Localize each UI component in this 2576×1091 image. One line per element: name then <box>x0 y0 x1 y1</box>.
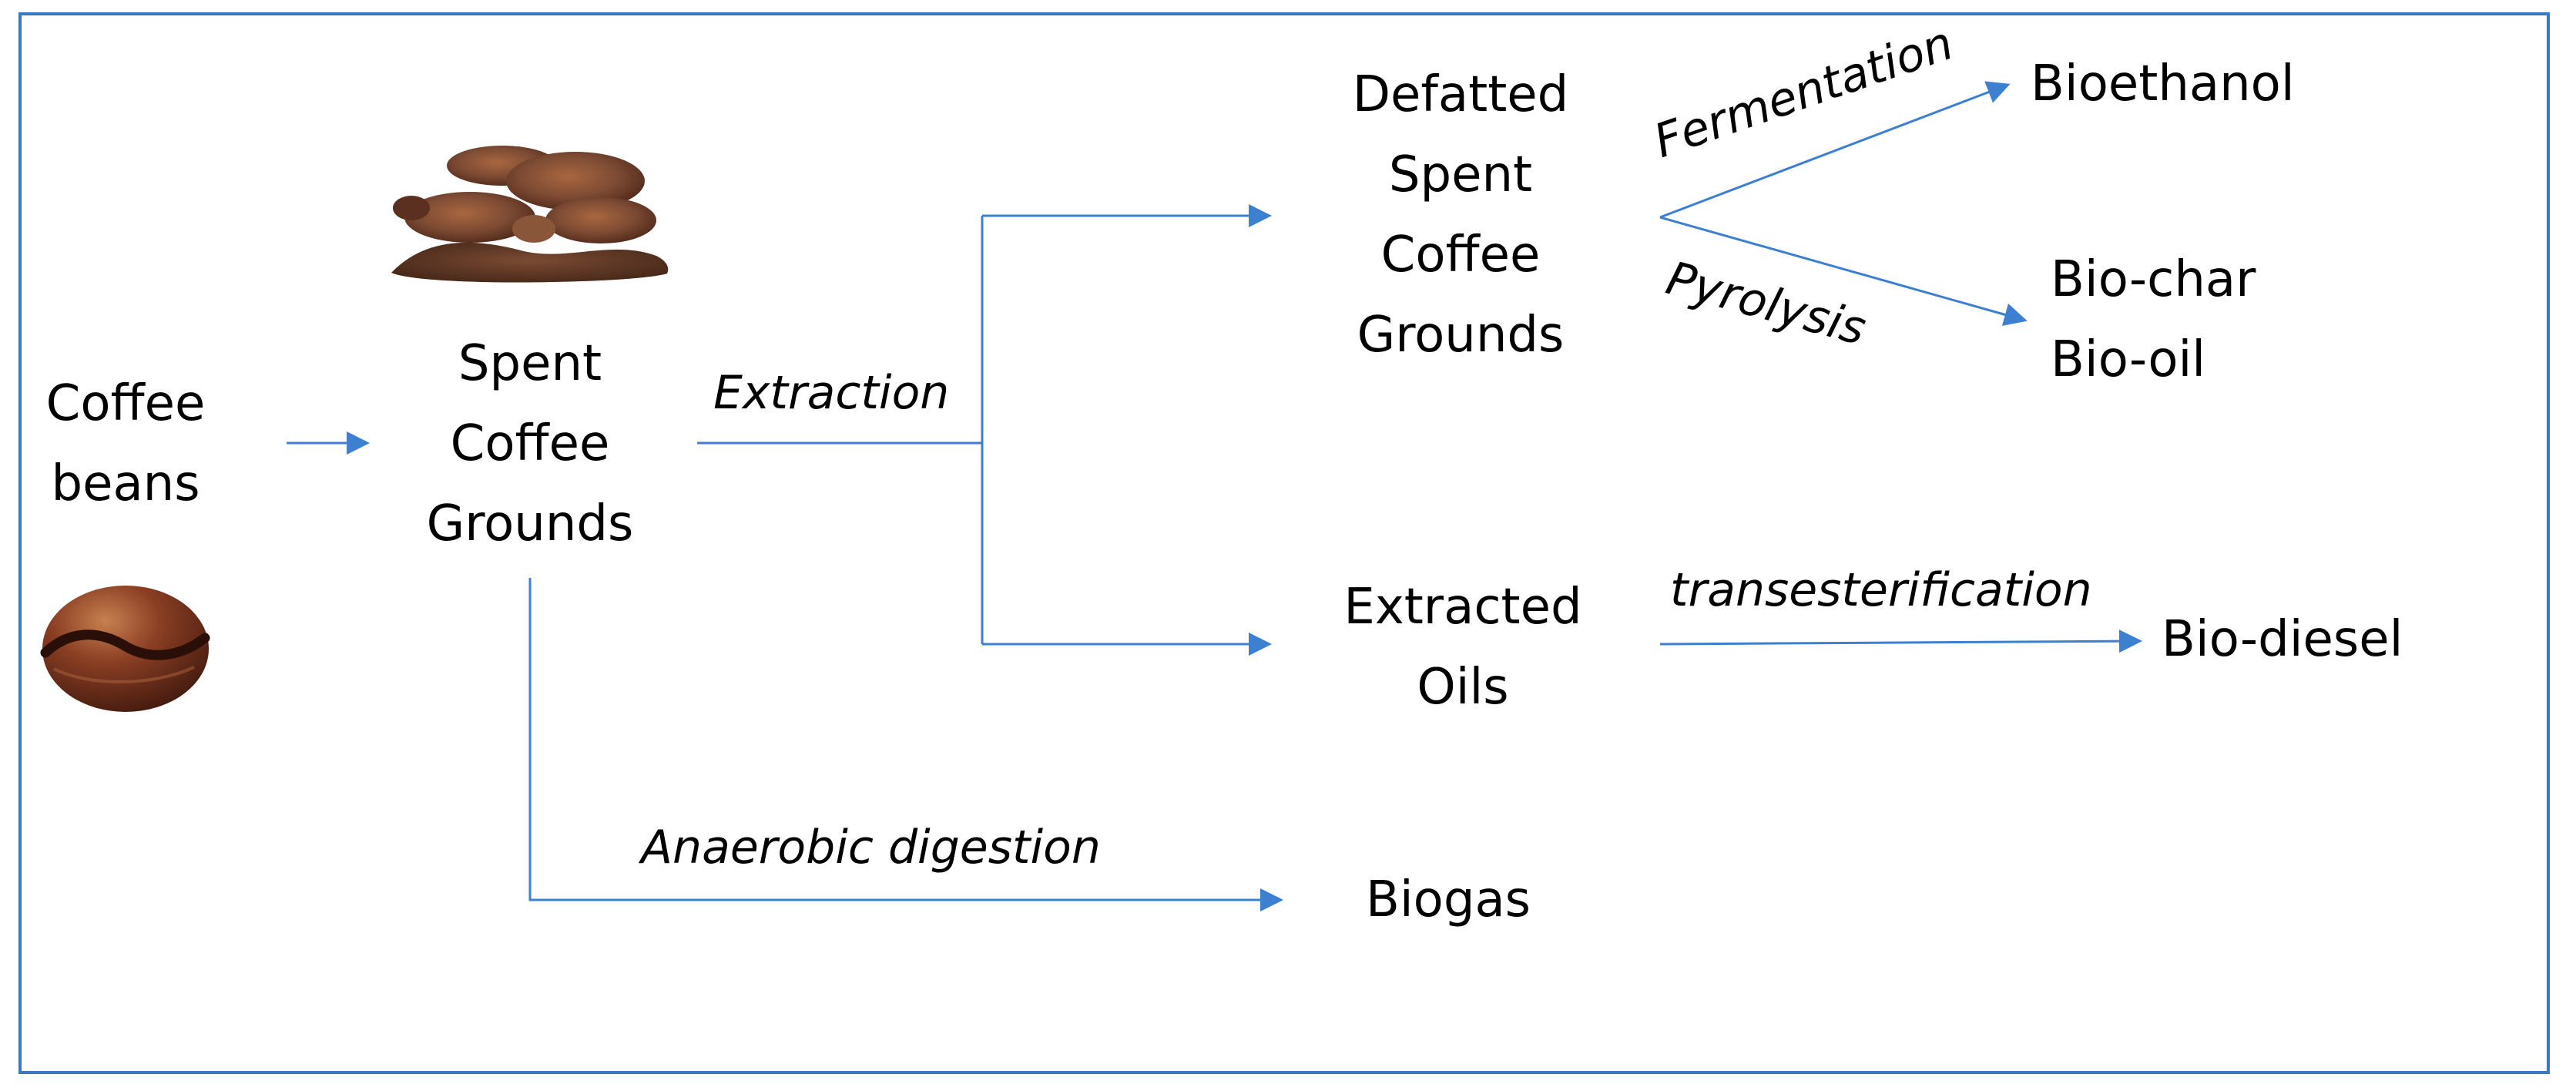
arrow-pyrolysis <box>1659 216 2028 326</box>
arrow-transesterification <box>1659 629 2142 653</box>
node-extracted-oils: Extracted Oils <box>1320 567 1605 727</box>
node-spent-coffee-grounds-line-1: Spent <box>458 335 602 392</box>
node-defatted-line-4: Grounds <box>1357 307 1565 364</box>
arrow-spent-grounds-to-biogas <box>528 578 1283 911</box>
node-bio-char: Bio-char <box>2051 251 2256 308</box>
label-anaerobic-digestion: Anaerobic digestion <box>641 821 1101 874</box>
spent-coffee-grounds-image <box>385 131 678 289</box>
node-coffee-beans-line-1: Coffee <box>45 375 206 432</box>
node-spent-coffee-grounds-line-2: Coffee <box>450 415 610 472</box>
coffee-bean-icon <box>40 586 210 712</box>
label-transesterification: transesterification <box>1670 563 2092 617</box>
label-extraction: Extraction <box>713 366 950 420</box>
node-defatted-spent-coffee-grounds: Defatted Spent Coffee Grounds <box>1330 55 1592 375</box>
node-defatted-line-3: Coffee <box>1380 227 1541 284</box>
node-bio-oil: Bio-oil <box>2051 331 2206 388</box>
node-bio-diesel: Bio-diesel <box>2162 611 2403 668</box>
node-extracted-oils-line-1: Extracted <box>1343 579 1582 636</box>
node-biogas: Biogas <box>1365 871 1531 928</box>
connector-extraction-trunk <box>697 216 984 644</box>
node-spent-coffee-grounds-line-3: Grounds <box>426 495 634 552</box>
spent-coffee-grounds-icon <box>391 146 669 283</box>
coffee-bean-image <box>35 576 216 720</box>
node-coffee-beans: Coffee beans <box>29 364 222 524</box>
node-defatted-line-1: Defatted <box>1352 66 1569 123</box>
node-coffee-beans-line-2: beans <box>51 455 200 512</box>
node-bio-char-oil: Bio-char Bio-oil <box>2051 240 2274 400</box>
node-extracted-oils-line-2: Oils <box>1417 659 1509 716</box>
diagram-frame <box>18 12 2550 1074</box>
node-spent-coffee-grounds: Spent Coffee Grounds <box>400 324 660 564</box>
node-defatted-line-2: Spent <box>1388 146 1533 203</box>
arrow-fermentation <box>1659 81 2011 219</box>
node-bioethanol: Bioethanol <box>2031 55 2295 112</box>
